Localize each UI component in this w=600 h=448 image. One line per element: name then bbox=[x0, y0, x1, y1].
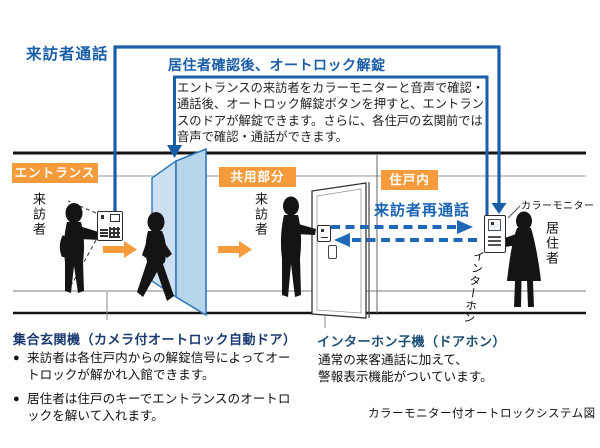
panel-screen bbox=[110, 214, 120, 222]
monitor-label-pointer bbox=[507, 205, 521, 219]
visitor-label-common: 来訪者 bbox=[253, 192, 268, 237]
panel-camera-icon bbox=[101, 215, 104, 219]
monitor-speaker-line bbox=[488, 240, 501, 242]
panel-speaker-line bbox=[100, 232, 108, 234]
visitor-label-entrance: 来訪者 bbox=[31, 192, 46, 237]
glass-door-front-panel bbox=[175, 147, 207, 317]
visitor-call-path bbox=[113, 45, 507, 214]
panel-speaker-line bbox=[100, 229, 108, 231]
bullet-text: 来訪者は各住戸内からの解錠信号によってオートロックが解かれ入館できます。 bbox=[27, 351, 291, 382]
panel-speaker-line bbox=[100, 235, 108, 237]
visitor-call-arrowhead bbox=[491, 203, 507, 214]
camera-view-upper bbox=[67, 200, 97, 214]
bullet-item: ● 来訪者は各住戸内からの解錠信号によってオートロックが解かれ入館できます。 bbox=[13, 350, 295, 384]
monitor-screen-dot bbox=[491, 222, 494, 225]
doorphone-dot bbox=[321, 229, 324, 232]
monitor-screen bbox=[488, 219, 501, 231]
people bbox=[59, 196, 541, 307]
unit-door-leaf bbox=[311, 182, 367, 319]
resident-figure bbox=[502, 211, 541, 307]
visitor-call-label: 来訪者通話 bbox=[26, 46, 109, 63]
unlock-title: 居住者確認後、オートロック解錠 bbox=[168, 57, 386, 73]
panel-keypad bbox=[109, 227, 120, 238]
color-monitor-label: カラーモニター bbox=[521, 201, 595, 212]
entrance-intercom-panel bbox=[97, 211, 123, 241]
doorphone-body: 通常の来客通話に加えて、 警報表示機能がついています。 bbox=[318, 353, 493, 384]
color-monitor-device bbox=[484, 215, 506, 253]
unlock-description: エントランスの来訪者をカラーモニターと音声で確認・通話後、オートロック解錠ボタン… bbox=[177, 81, 485, 145]
entrance-flow-arrow bbox=[103, 241, 137, 258]
monitor-speaker-line bbox=[488, 236, 501, 238]
revisit-right-arrowhead bbox=[457, 220, 473, 234]
resident-label: 居住者 bbox=[544, 221, 559, 266]
diagram-caption: カラーモニター付オートロックシステム図 bbox=[368, 408, 596, 420]
zone-label-entrance: エントランス bbox=[12, 163, 98, 183]
camera-view-lines bbox=[67, 200, 97, 285]
visitor-walking-figure bbox=[137, 212, 174, 301]
unlock-path bbox=[167, 75, 489, 216]
unit-door bbox=[311, 155, 378, 319]
visitor-at-unit-door-figure bbox=[280, 196, 316, 297]
bullet-icon: ● bbox=[13, 352, 20, 364]
doorphone-device bbox=[317, 225, 331, 242]
revisit-call-arrows bbox=[331, 220, 477, 247]
bullet-text: 居住者は住戸のキーでエントランスのオートロックを解いて入れます。 bbox=[27, 392, 291, 423]
entrance-machine-heading: 集合玄関機（カメラ付オートロック自動ドア） bbox=[13, 332, 297, 347]
entrance-machine-bullets: ● 来訪者は各住戸内からの解錠信号によってオートロックが解かれ入館できます。 ●… bbox=[13, 350, 295, 432]
flow-arrows bbox=[103, 241, 252, 258]
monitor-speaker-line bbox=[488, 244, 501, 246]
revisit-call-label: 来訪者再通話 bbox=[374, 202, 471, 219]
unlock-arrowhead bbox=[167, 145, 182, 158]
bullet-item: ● 居住者は住戸のキーでエントランスのオートロックを解いて入れます。 bbox=[13, 391, 295, 425]
zone-label-unit-interior: 住戸内 bbox=[381, 170, 438, 190]
unit-door-inner-panel bbox=[316, 188, 362, 314]
door-handle bbox=[328, 245, 337, 259]
revisit-left-arrowhead bbox=[334, 233, 350, 247]
doorphone-heading: インターホン子機（ドアホン） bbox=[317, 334, 507, 349]
visitor-call-line bbox=[113, 45, 501, 211]
zone-label-common-area: 共用部分 bbox=[219, 167, 296, 187]
camera-view-lower bbox=[71, 239, 97, 285]
common-flow-arrow bbox=[218, 241, 252, 258]
doorphone-speaker-line bbox=[321, 236, 328, 238]
glass-autolock-door bbox=[151, 147, 207, 317]
visitor-at-entrance-figure bbox=[59, 203, 102, 293]
bullet-icon: ● bbox=[13, 393, 20, 405]
